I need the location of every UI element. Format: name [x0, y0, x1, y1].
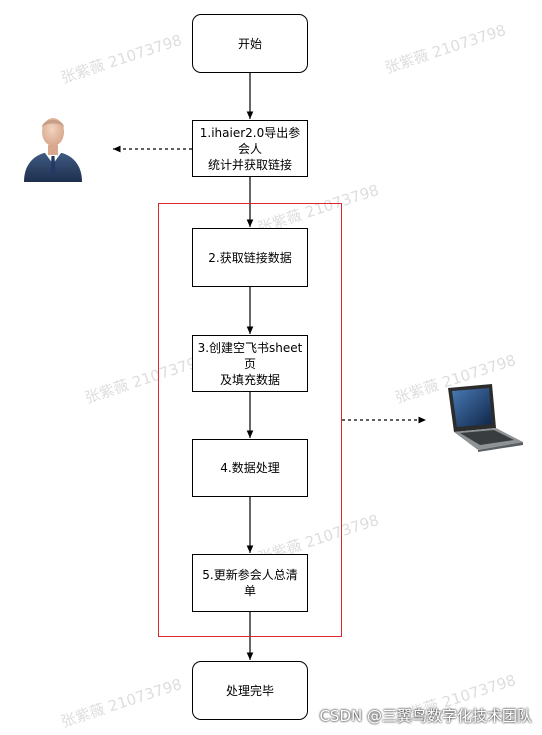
- node-step-1: 1.ihaier2.0导出参会人 统计并获取链接: [192, 120, 308, 177]
- automation-group-frame: [158, 203, 342, 637]
- node-step-3: 3.创建空飞书sheet页 及填充数据: [192, 335, 308, 392]
- node-start: 开始: [192, 14, 308, 73]
- credit-text: CSDN @三翼鸟数字化技术团队: [319, 707, 532, 725]
- node-end: 处理完毕: [192, 661, 308, 720]
- node-step-2: 2.获取链接数据: [192, 228, 308, 287]
- laptop-icon: [448, 384, 523, 452]
- node-step-4: 4.数据处理: [192, 439, 308, 497]
- node-step-5: 5.更新参会人总清单: [192, 554, 308, 612]
- businessman-icon: [24, 118, 82, 182]
